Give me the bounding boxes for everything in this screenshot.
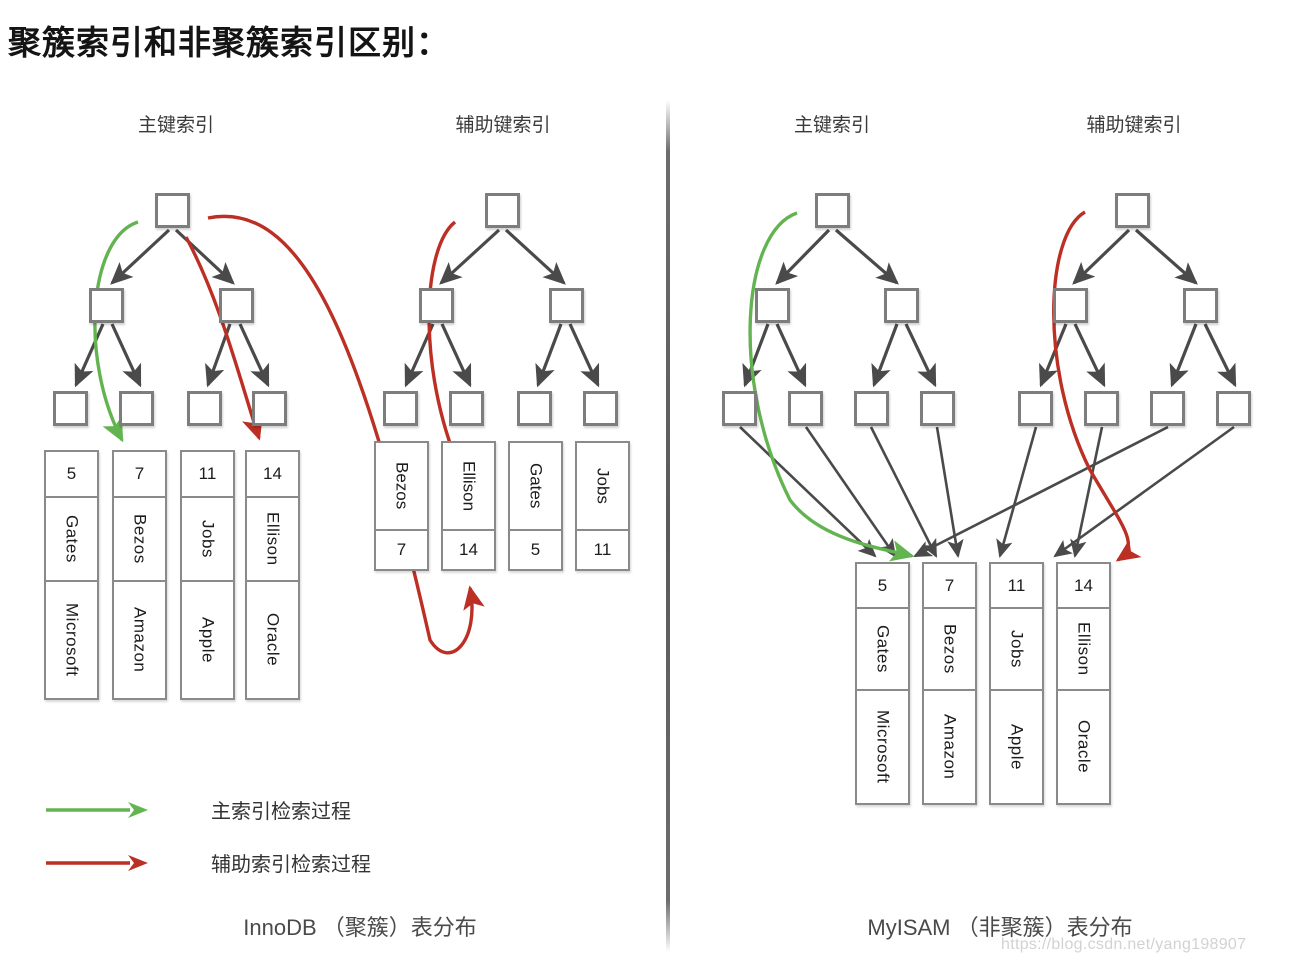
innodb-primary-leaf-node-3 <box>187 391 222 426</box>
record-company: Amazon <box>130 607 150 673</box>
myisam-record-row: 7 Bezos Amazon <box>922 562 977 805</box>
innodb-record-row: 14 Ellison Oracle <box>245 450 300 700</box>
myisam-secondary-branch-node-1 <box>1053 288 1088 323</box>
legend-label-primary: 主索引检索过程 <box>211 801 351 823</box>
innodb-secondary-entry: Bezos 7 <box>374 441 429 571</box>
red-arrow-icon <box>46 854 148 871</box>
record-company: Oracle <box>1074 720 1094 774</box>
innodb-secondary-entry: Jobs 11 <box>575 441 630 571</box>
innodb-primary-leaf-node-2 <box>119 391 154 426</box>
panel-divider <box>666 100 670 952</box>
myisam-secondary-branch-node-2 <box>1183 288 1218 323</box>
record-id: 7 <box>924 564 975 609</box>
innodb-secondary-root-node <box>485 193 520 228</box>
innodb-primary-leaf-node-4 <box>252 391 287 426</box>
myisam-primary-root-node <box>815 193 850 228</box>
record-id: 14 <box>247 452 298 498</box>
secondary-entry-name: Ellison <box>443 443 494 531</box>
secondary-entry-id: 14 <box>459 540 478 559</box>
myisam-secondary-leaf-node-2 <box>1084 391 1119 426</box>
myisam-primary-leaf-node-4 <box>920 391 955 426</box>
record-name: Jobs <box>991 609 1042 691</box>
secondary-entry-name: Bezos <box>376 443 427 531</box>
innodb-secondary-branch-node-2 <box>549 288 584 323</box>
secondary-entry-id: 7 <box>396 540 407 559</box>
innodb-record-row: 11 Jobs Apple <box>180 450 235 700</box>
record-company: Apple <box>198 617 218 663</box>
innodb-secondary-branch-node-1 <box>419 288 454 323</box>
innodb-secondary-entry: Ellison 14 <box>441 441 496 571</box>
record-name: Bezos <box>114 498 165 582</box>
record-name: Gates <box>46 498 97 582</box>
innodb-primary-branch-node-1 <box>89 288 124 323</box>
record-company: Microsoft <box>873 710 893 784</box>
right-secondary-index-header: 辅助键索引 <box>1086 115 1182 136</box>
record-id: 7 <box>114 452 165 498</box>
myisam-record-row: 14 Ellison Oracle <box>1056 562 1111 805</box>
record-company: Apple <box>1007 724 1027 770</box>
myisam-primary-leaf-node-3 <box>854 391 889 426</box>
myisam-secondary-leaf-node-3 <box>1150 391 1185 426</box>
myisam-primary-branch-node-1 <box>755 288 790 323</box>
innodb-secondary-leaf-node-3 <box>517 391 552 426</box>
left-secondary-index-header: 辅助键索引 <box>455 115 551 136</box>
myisam-primary-leaf-node-1 <box>722 391 757 426</box>
myisam-secondary-root-node <box>1115 193 1150 228</box>
record-id: 5 <box>857 564 908 609</box>
watermark: https://blog.csdn.net/yang198907 <box>1001 936 1247 953</box>
myisam-secondary-search-path <box>1052 210 1142 562</box>
secondary-entry-id: 11 <box>593 540 612 559</box>
innodb-secondary-index-lookup-path <box>427 220 466 481</box>
record-name: Bezos <box>924 609 975 691</box>
record-company: Oracle <box>263 613 283 667</box>
innodb-record-row: 5 Gates Microsoft <box>44 450 99 700</box>
innodb-primary-leaf-node-1 <box>53 391 88 426</box>
innodb-secondary-leaf-node-4 <box>583 391 618 426</box>
innodb-secondary-leaf-node-2 <box>449 391 484 426</box>
innodb-primary-root-node <box>155 193 190 228</box>
record-id: 5 <box>46 452 97 498</box>
myisam-primary-leaf-node-2 <box>788 391 823 426</box>
record-name: Jobs <box>182 498 233 582</box>
legend-item-secondary: 辅助索引检索过程 <box>44 848 371 877</box>
record-id: 14 <box>1058 564 1109 609</box>
myisam-primary-branch-node-2 <box>884 288 919 323</box>
myisam-secondary-leaf-node-4 <box>1216 391 1251 426</box>
page-title: 聚簇索引和非聚簇索引区别： <box>8 24 450 61</box>
record-name: Ellison <box>1058 609 1109 691</box>
record-name: Ellison <box>247 498 298 582</box>
record-company: Amazon <box>940 714 960 780</box>
myisam-secondary-leaf-node-1 <box>1018 391 1053 426</box>
right-primary-index-header: 主键索引 <box>793 115 870 136</box>
innodb-record-row: 7 Bezos Amazon <box>112 450 167 700</box>
secondary-entry-id: 5 <box>530 540 541 559</box>
myisam-record-row: 11 Jobs Apple <box>989 562 1044 805</box>
record-name: Gates <box>857 609 908 691</box>
myisam-record-row: 5 Gates Microsoft <box>855 562 910 805</box>
green-arrow-icon <box>46 801 148 818</box>
secondary-entry-name: Jobs <box>577 443 628 531</box>
left-panel-caption: InnoDB （聚簇）表分布 <box>243 915 477 940</box>
myisam-primary-search-path <box>748 211 915 562</box>
secondary-entry-name: Gates <box>510 443 561 531</box>
innodb-secondary-leaf-node-1 <box>383 391 418 426</box>
innodb-primary-branch-node-2 <box>219 288 254 323</box>
right-panel-caption: MyISAM （非聚簇）表分布 <box>867 915 1133 940</box>
myisam-leaf-to-record-edges <box>739 425 1235 559</box>
left-primary-index-header: 主键索引 <box>137 115 214 136</box>
record-company: Microsoft <box>62 603 82 677</box>
innodb-secondary-entry: Gates 5 <box>508 441 563 571</box>
legend-item-primary: 主索引检索过程 <box>44 795 351 824</box>
legend-label-secondary: 辅助索引检索过程 <box>211 854 371 876</box>
record-id: 11 <box>991 564 1042 609</box>
record-id: 11 <box>182 452 233 498</box>
